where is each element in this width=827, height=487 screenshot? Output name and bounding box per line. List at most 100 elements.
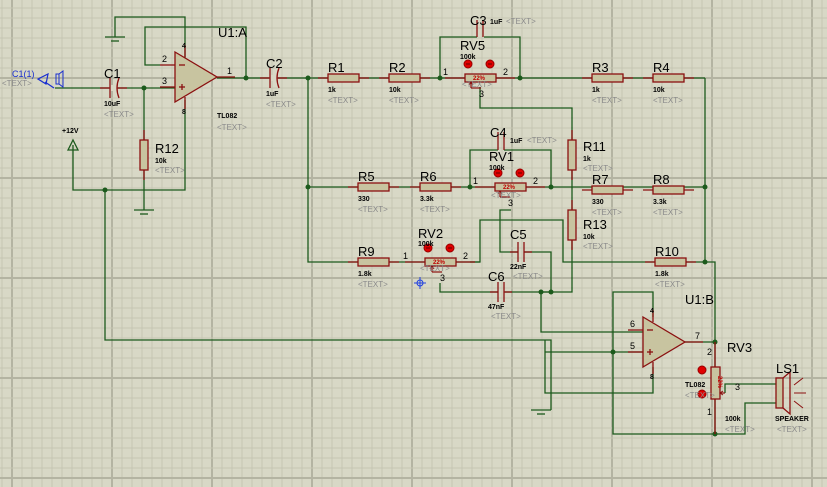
potentiometer-rv3[interactable] xyxy=(697,342,725,434)
decrement-button[interactable] xyxy=(423,243,433,253)
wire[interactable] xyxy=(104,190,552,410)
c5-value-label: 22nF xyxy=(510,264,527,271)
r4-text-placeholder: <TEXT> xyxy=(653,96,683,105)
resistor-r10[interactable] xyxy=(645,257,696,267)
wire[interactable] xyxy=(540,292,643,333)
wire[interactable] xyxy=(544,340,654,394)
wire[interactable] xyxy=(524,251,552,292)
r5-ref-label: R5 xyxy=(358,169,375,184)
wire[interactable] xyxy=(72,100,186,191)
junction-dot xyxy=(538,289,544,295)
increment-button[interactable] xyxy=(485,59,495,69)
resistor-r1[interactable] xyxy=(318,73,369,83)
junction-dot xyxy=(702,259,708,265)
labels: R11k<TEXT>R210k<TEXT>R31k<TEXT>R410k<TEX… xyxy=(2,13,809,434)
resistor-r7[interactable] xyxy=(582,185,633,195)
resistor-r11[interactable] xyxy=(567,130,577,180)
r10-text-placeholder: <TEXT> xyxy=(655,280,685,289)
resistor-r5[interactable] xyxy=(348,182,399,192)
junction-dot xyxy=(548,184,554,190)
junction-dot xyxy=(548,289,554,295)
c1-ref-label: C1 xyxy=(104,66,121,81)
wire[interactable] xyxy=(114,16,186,58)
junction-dot xyxy=(102,187,108,193)
resistor-r2[interactable] xyxy=(379,73,430,83)
wire[interactable] xyxy=(469,149,498,187)
ls1-text-placeholder: <TEXT> xyxy=(777,425,807,434)
power-label: +12V xyxy=(62,128,79,135)
u1a-value-label: TL082 xyxy=(217,113,237,120)
junction-dot xyxy=(141,85,147,91)
power-terminal-icon[interactable] xyxy=(66,138,80,151)
junction-dot xyxy=(702,184,708,190)
wire[interactable] xyxy=(724,383,776,393)
potentiometer-rv2[interactable] xyxy=(405,243,475,273)
potentiometer-rv5[interactable] xyxy=(445,59,515,89)
resistor-r3[interactable] xyxy=(582,73,633,83)
wire[interactable] xyxy=(504,149,552,187)
increment-button[interactable] xyxy=(445,243,455,253)
U1B-pin-label: 6 xyxy=(630,319,635,329)
capacitor-c5[interactable] xyxy=(510,242,532,262)
rv1-wiper-value: 22% xyxy=(503,185,516,191)
c3-ref-label: C3 xyxy=(470,13,487,28)
opamp-u1a[interactable] xyxy=(160,45,235,109)
resistor-r12[interactable] xyxy=(139,130,149,180)
rv2-ref-label: RV2 xyxy=(418,226,443,241)
r12-ref-label: R12 xyxy=(155,141,179,156)
r9-ref-label: R9 xyxy=(358,244,375,259)
wire[interactable] xyxy=(307,78,480,263)
capacitor-c3[interactable] xyxy=(476,20,484,37)
r9-value-label: 1.8k xyxy=(358,271,372,278)
junction-dot xyxy=(305,75,311,81)
u1a-ref-label: U1:A xyxy=(218,25,247,40)
wire[interactable] xyxy=(612,291,654,352)
wire[interactable] xyxy=(470,219,705,263)
rv3-ref-label: RV3 xyxy=(727,340,752,355)
r9-text-placeholder: <TEXT> xyxy=(358,280,388,289)
resistor-r6[interactable] xyxy=(410,182,461,192)
opamp-u1b[interactable] xyxy=(628,310,703,374)
decrement-button[interactable] xyxy=(493,168,503,178)
speaker-ls1[interactable] xyxy=(775,370,806,416)
resistor-r4[interactable] xyxy=(643,73,694,83)
wire[interactable] xyxy=(439,283,498,293)
resistor-r9[interactable] xyxy=(348,257,399,267)
increment-button[interactable] xyxy=(515,168,525,178)
wire[interactable] xyxy=(484,36,521,78)
wire[interactable] xyxy=(439,36,477,78)
decrement-button[interactable] xyxy=(463,59,473,69)
capacitor-c6[interactable] xyxy=(490,282,512,302)
resistor-r8[interactable] xyxy=(643,185,694,195)
input-terminal-text-placeholder: <TEXT> xyxy=(2,79,32,88)
increment-button[interactable] xyxy=(697,365,707,375)
capacitor-c2[interactable] xyxy=(260,67,287,89)
c2-ref-label: C2 xyxy=(266,56,283,71)
potentiometer-rv1[interactable] xyxy=(475,168,545,198)
r7-value-label: 330 xyxy=(592,199,604,206)
wire[interactable] xyxy=(612,352,715,435)
c6-value-label: 47nF xyxy=(488,304,505,311)
r6-ref-label: R6 xyxy=(420,169,437,184)
rv2-pin-label: 1 xyxy=(403,251,408,261)
wire[interactable] xyxy=(499,209,518,253)
capacitor-c1[interactable] xyxy=(100,77,127,99)
input-terminal-icon[interactable] xyxy=(36,70,64,89)
decrement-button[interactable] xyxy=(697,389,707,399)
wire[interactable] xyxy=(715,402,776,435)
resistor-r13[interactable] xyxy=(567,200,577,250)
r13-value-label: 10k xyxy=(583,234,595,241)
r12-text-placeholder: <TEXT> xyxy=(155,166,185,175)
junction-dot xyxy=(610,349,616,355)
wire[interactable] xyxy=(479,87,573,293)
r11-ref-label: R11 xyxy=(583,139,606,154)
rv2-wiper-value: 22% xyxy=(433,260,446,266)
r1-text-placeholder: <TEXT> xyxy=(328,96,358,105)
r1-value-label: 1k xyxy=(328,87,336,94)
rv1-pin-label: 1 xyxy=(473,176,478,186)
r2-value-label: 10k xyxy=(389,87,401,94)
wire[interactable] xyxy=(144,26,247,78)
capacitor-c4[interactable] xyxy=(497,132,505,150)
r4-value-label: 10k xyxy=(653,87,665,94)
